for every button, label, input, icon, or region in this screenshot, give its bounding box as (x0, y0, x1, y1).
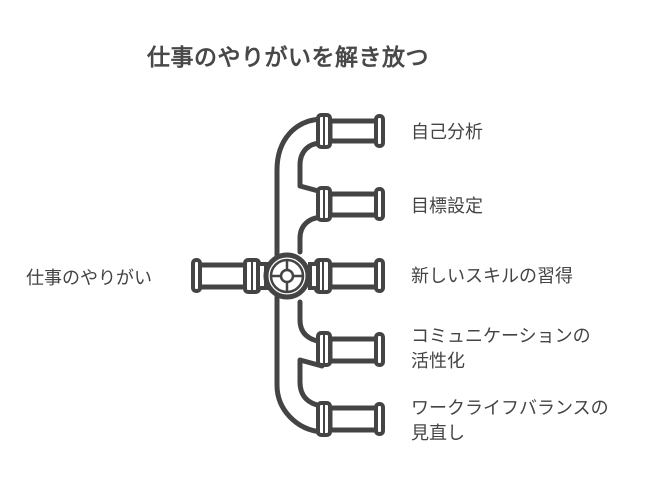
manifold-inner-wall-2 (297, 214, 325, 255)
diagram-title: 仕事のやりがいを解き放つ (147, 45, 429, 71)
output-label-2: 目標設定 (411, 196, 483, 217)
manifold-inner-wall-top (297, 140, 325, 195)
manifold-inner-wall-4 (297, 357, 325, 409)
input-pipe (191, 258, 320, 294)
output-label-1: 自己分析 (411, 122, 483, 143)
output-label-5-line-2: 見直し (411, 423, 465, 444)
output-label-4-line-1: コミュニケーションの (411, 326, 591, 347)
output-label-5: ワークライフバランスの 見直し (411, 396, 641, 446)
output-label-4-line-2: 活性化 (411, 351, 465, 372)
output-pipe-4 (316, 331, 385, 367)
output-label-4: コミュニケーションの 活性化 (411, 324, 641, 374)
output-label-5-line-1: ワークライフバランスの (411, 398, 609, 419)
output-pipe-3 (314, 258, 385, 294)
manifold-outer-wall (274, 116, 325, 435)
output-pipe-2 (316, 186, 385, 222)
output-pipe-5 (316, 401, 385, 437)
output-label-3: 新しいスキルの習得 (411, 266, 573, 287)
valve-icon (263, 252, 311, 300)
source-label: 仕事のやりがい (26, 268, 152, 289)
output-pipe-1 (316, 113, 385, 149)
